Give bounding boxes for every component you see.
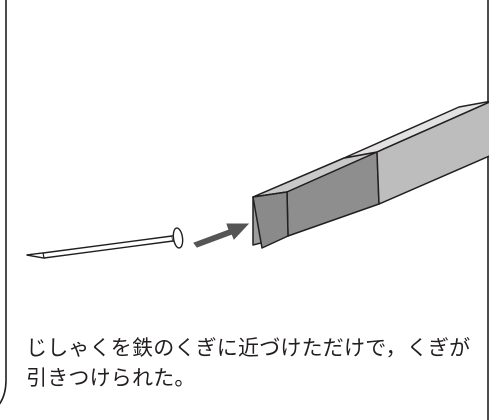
caption-text: じしゃくを鉄のくぎに近づけただけで，くぎが引きつけられた。 (26, 336, 471, 390)
right-arrow-icon (193, 223, 250, 248)
iron-nail-icon (26, 227, 184, 259)
magnet-bar-icon (252, 100, 489, 249)
